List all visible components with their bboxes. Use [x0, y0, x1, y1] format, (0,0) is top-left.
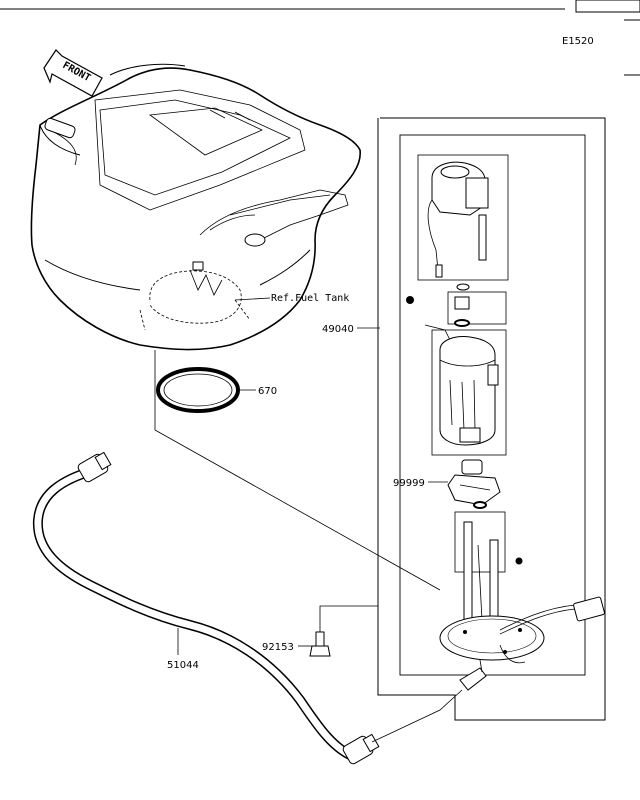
- front-arrow-icon: FRONT: [43, 49, 103, 97]
- part-99999-label: 99999: [393, 478, 425, 489]
- pump-bracket-rails: [463, 521, 523, 633]
- part-670-label: 670: [258, 386, 277, 397]
- header-rule: [0, 0, 640, 76]
- fuel-pump-body: [439, 336, 499, 446]
- gasket-ring-670: [156, 367, 240, 413]
- part-49040-label: 49040: [322, 324, 354, 335]
- part-92153-label: 92153: [262, 642, 294, 653]
- part-51044-label: 51044: [167, 660, 199, 671]
- fuel-tank-illustration: [30, 63, 361, 351]
- fuel-hose-51044: [32, 451, 380, 765]
- fuel-filter-99999: [447, 459, 501, 506]
- tank-to-pump-leader: [154, 350, 441, 591]
- pump-top-cap: [427, 161, 489, 278]
- diagram-code: E1520: [562, 36, 594, 47]
- hose-to-pump-leader: [371, 689, 463, 743]
- pump-flange-plate: [439, 596, 605, 691]
- o-ring: [473, 501, 487, 509]
- ref-fuel-tank-label: Ref.Fuel Tank: [271, 293, 349, 304]
- pump-assembly-frames: [377, 117, 606, 721]
- bolt-92153: [309, 631, 331, 657]
- pump-small-fittings: [406, 283, 470, 341]
